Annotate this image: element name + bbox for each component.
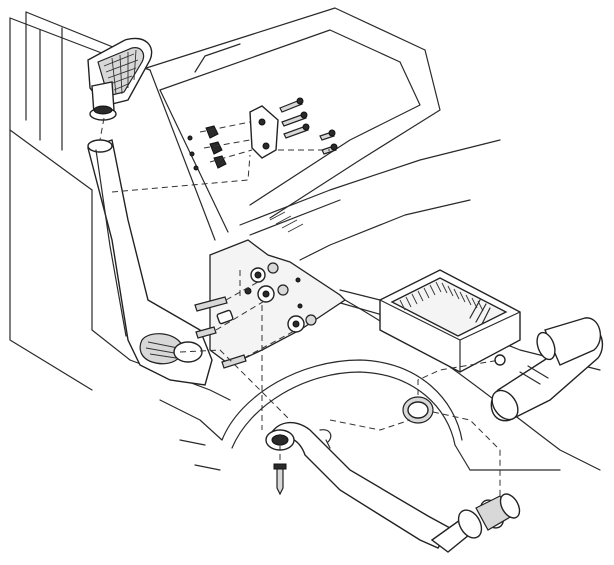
lower-connecting-hose: [265, 421, 477, 553]
hose-clamps: [457, 493, 521, 539]
snorkel-body: [87, 139, 213, 386]
bracket-screws: [279, 97, 338, 155]
inner-wing-hole: [402, 396, 434, 424]
air-ram-head: [87, 37, 153, 121]
self-tapping-screw: [273, 463, 287, 496]
wing-panel-template: [209, 239, 347, 366]
mounting-studs: [194, 296, 247, 369]
windshield-and-roof: [139, 7, 441, 241]
bracket-nuts: [187, 125, 227, 171]
existing-intake-hose: [490, 317, 603, 422]
assembly-guide-lines: [99, 117, 501, 500]
air-filter-housing: [379, 269, 521, 373]
wing-rivets: [295, 277, 303, 309]
a-pillar-bracket: [249, 105, 279, 159]
washers-and-nuts: [244, 262, 317, 333]
body-cut-out: [216, 309, 234, 325]
